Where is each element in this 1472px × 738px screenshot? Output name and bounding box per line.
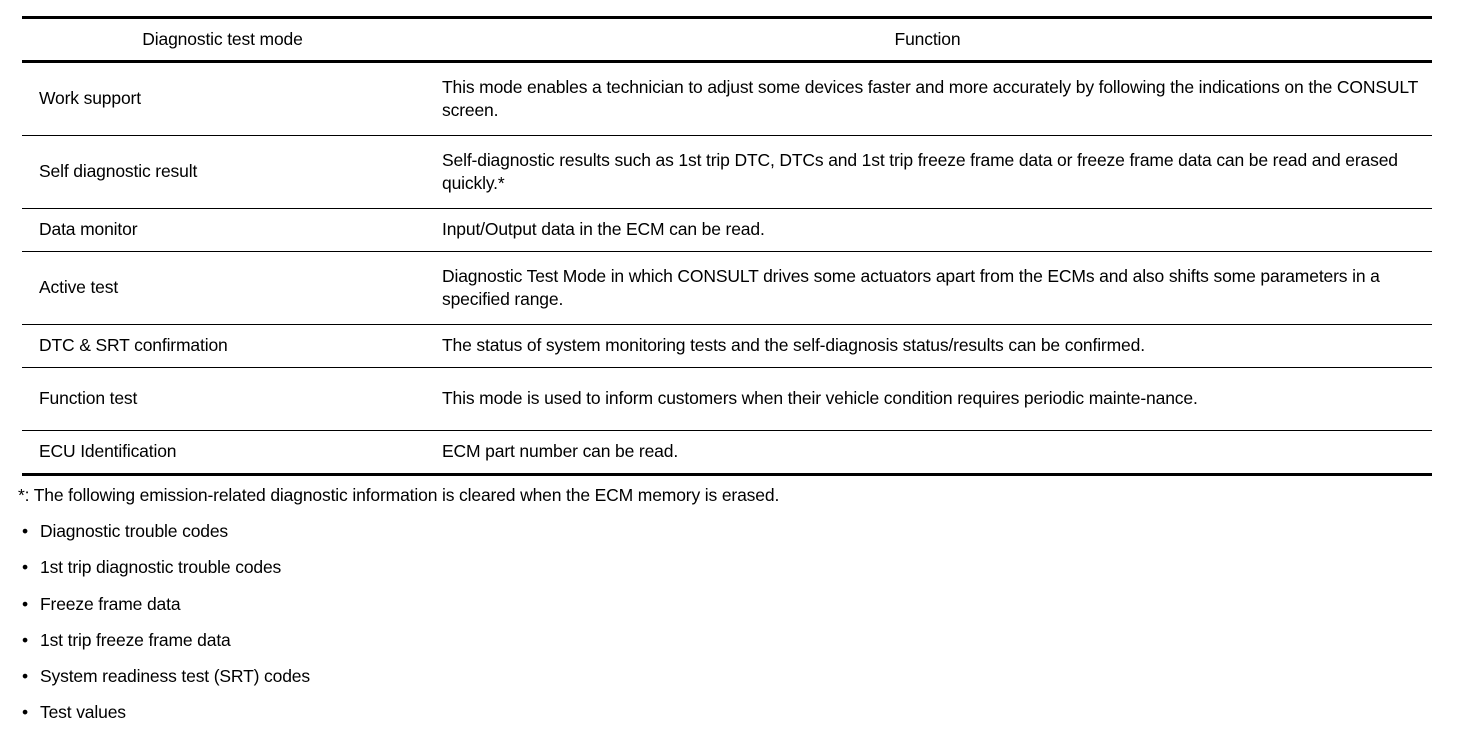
bullet-icon: • xyxy=(22,629,28,650)
table-body: Work support This mode enables a technic… xyxy=(22,62,1432,475)
bullet-icon: • xyxy=(22,521,28,541)
column-header-function: Function xyxy=(894,28,961,49)
list-item: • Test values xyxy=(22,701,310,737)
table-header-row: Diagnostic test mode Function xyxy=(22,17,1432,62)
cell-function-data-monitor: Input/Output data in the ECM can be read… xyxy=(442,219,765,240)
bullet-icon: • xyxy=(22,557,28,578)
list-item: • 1st trip diagnostic trouble codes xyxy=(22,556,310,592)
footnote-text: *: The following emission-related diagno… xyxy=(18,485,780,505)
list-item-label: System readiness test (SRT) codes xyxy=(40,666,310,687)
list-item-label: Test values xyxy=(40,702,126,723)
cell-mode-ecu-identification: ECU Identification xyxy=(39,441,177,462)
cell-function-dtc-srt-confirmation: The status of system monitoring tests an… xyxy=(442,335,1145,356)
list-item: • Diagnostic trouble codes xyxy=(22,520,310,556)
cell-mode-function-test: Function test xyxy=(39,388,138,409)
cell-function-self-diagnostic-result: Self-diagnostic results such as 1st trip… xyxy=(442,149,1398,193)
list-item: • System readiness test (SRT) codes xyxy=(22,665,310,701)
list-item-label: 1st trip freeze frame data xyxy=(40,629,231,650)
cell-mode-data-monitor: Data monitor xyxy=(39,219,138,240)
column-header-diagnostic-test-mode: Diagnostic test mode xyxy=(142,28,303,49)
table-row: Work support This mode enables a technic… xyxy=(22,62,1432,136)
diagnostic-test-mode-table: Diagnostic test mode Function Work suppo… xyxy=(22,16,1432,476)
cell-mode-dtc-srt-confirmation: DTC & SRT confirmation xyxy=(39,335,228,356)
cell-function-work-support: This mode enables a technician to adjust… xyxy=(442,76,1418,120)
table-row: Self diagnostic result Self-diagnostic r… xyxy=(22,136,1432,209)
table-row: Data monitor Input/Output data in the EC… xyxy=(22,209,1432,252)
bullet-icon: • xyxy=(22,666,28,687)
cell-mode-self-diagnostic-result: Self diagnostic result xyxy=(39,161,198,182)
bullet-icon: • xyxy=(22,593,28,614)
bullet-icon: • xyxy=(22,702,28,723)
list-item-label: Freeze frame data xyxy=(40,593,181,614)
cell-function-ecu-identification: ECM part number can be read. xyxy=(442,441,679,462)
footnote-bullet-list: • Diagnostic trouble codes • 1st trip di… xyxy=(22,520,310,738)
table-row: ECU Identification ECM part number can b… xyxy=(22,431,1432,475)
list-item-label: 1st trip diagnostic trouble codes xyxy=(40,557,282,578)
cell-mode-work-support: Work support xyxy=(39,88,141,109)
table-row: DTC & SRT confirmation The status of sys… xyxy=(22,325,1432,368)
list-item: • Freeze frame data xyxy=(22,593,310,629)
cell-function-function-test: This mode is used to inform customers wh… xyxy=(442,388,1198,409)
cell-function-active-test: Diagnostic Test Mode in which CONSULT dr… xyxy=(442,265,1380,309)
table-row: Active test Diagnostic Test Mode in whic… xyxy=(22,252,1432,325)
cell-mode-active-test: Active test xyxy=(39,277,119,298)
list-item-label: Diagnostic trouble codes xyxy=(40,521,229,541)
table-row: Function test This mode is used to infor… xyxy=(22,368,1432,431)
list-item: • 1st trip freeze frame data xyxy=(22,629,310,665)
table-header: Diagnostic test mode Function xyxy=(22,17,1432,62)
